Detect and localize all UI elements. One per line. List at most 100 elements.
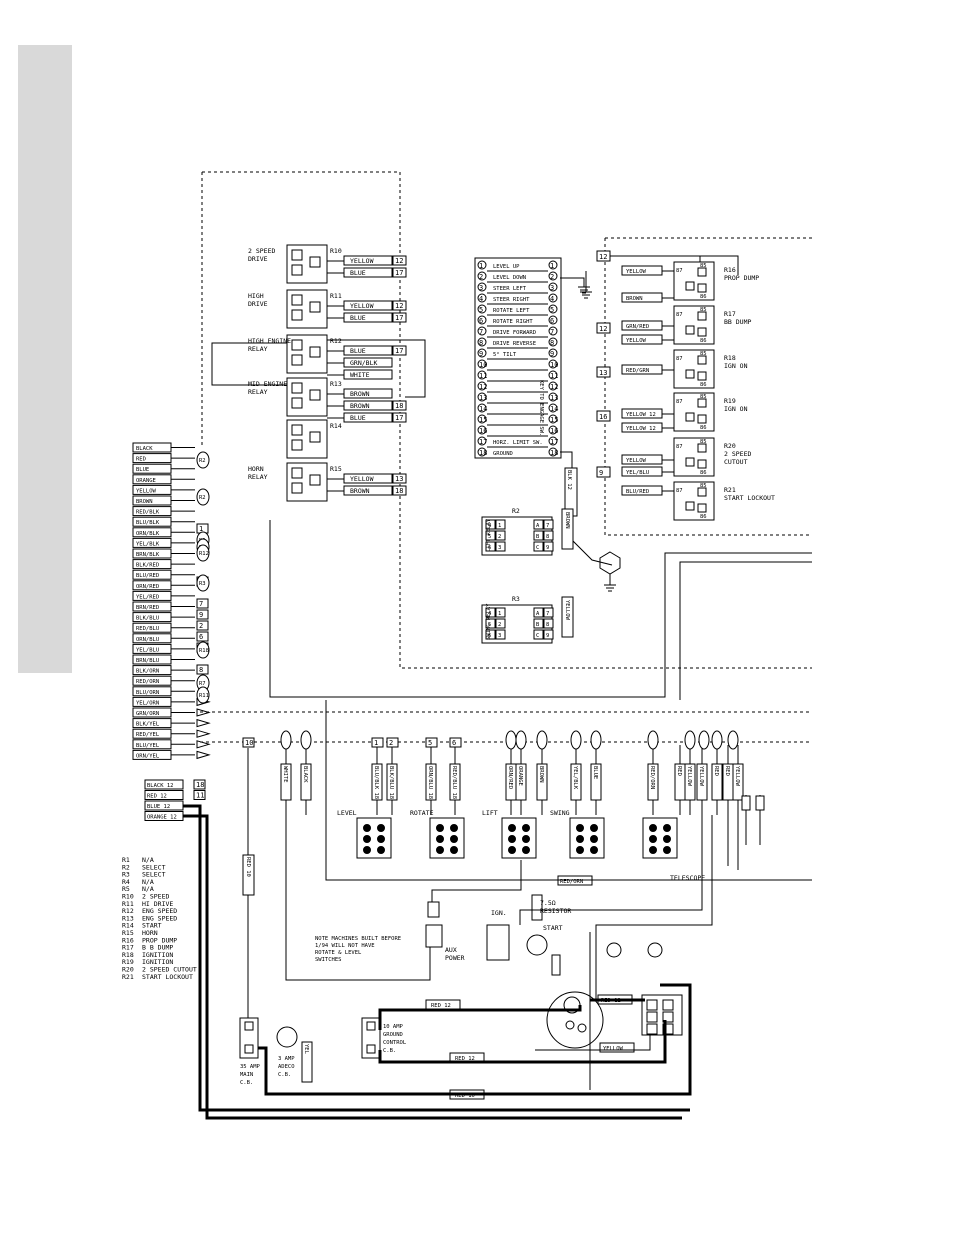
pin-number: 87: [676, 312, 683, 318]
wire-number-box: [392, 473, 407, 484]
main-cb-label: C.B.: [240, 1080, 253, 1086]
wire-number: 17: [395, 314, 403, 322]
legend-value: HI DRIVE: [142, 900, 173, 908]
terminal-number: 14: [550, 405, 558, 413]
switch-contact: [450, 824, 458, 832]
switch-contact: [436, 824, 444, 832]
terminal-number: 5: [550, 306, 554, 314]
start-label: START: [543, 924, 563, 932]
legend-value: SELECT: [142, 863, 166, 871]
terminal-number: 7: [550, 328, 554, 336]
wire-label: BROWN: [564, 512, 570, 529]
legend-key: R16: [122, 936, 134, 944]
relay-id-r14: R14: [330, 422, 342, 430]
wire-label: BLUE: [350, 414, 366, 422]
relay-pin-2: [495, 530, 506, 541]
relay-pin-2: [495, 618, 506, 629]
wire-label: WHITE: [350, 371, 370, 379]
legend-value: SELECT: [142, 871, 166, 879]
terminal-18-right: [548, 447, 558, 457]
ground-control-cb-label: GROUND: [383, 1032, 403, 1038]
wire-number-box: [392, 345, 407, 356]
harness-number: 8: [199, 666, 203, 674]
wire-label: YELLOW 12: [626, 426, 656, 432]
relay-r17: [673, 305, 715, 345]
relay-pin: [291, 397, 303, 409]
bus-number-box: [449, 737, 462, 748]
wire-label: RED 10: [455, 1093, 475, 1099]
wire-label: YELLOW: [564, 600, 570, 621]
bus-tag: [684, 730, 696, 750]
switch-swing: [569, 817, 605, 859]
terminal-1-right: [548, 260, 558, 270]
harness-number-box: [196, 631, 209, 642]
switch-contact: [663, 835, 671, 843]
terminal-number: 13: [479, 394, 487, 402]
fuse: [755, 795, 765, 811]
key-switch-label: KEY TO ENGAGE SW.: [538, 380, 544, 436]
terminal-number: 1: [550, 262, 554, 270]
wire-label: YELLOW: [350, 302, 374, 310]
relay-pin: [291, 354, 303, 366]
relay-pin-5: [485, 530, 496, 541]
pin-number: 86: [700, 338, 707, 344]
relay-pin: [697, 398, 707, 408]
wire-number: 18: [395, 402, 403, 410]
wire-label: GRN/BLK: [350, 359, 377, 367]
ground-symbol: [580, 271, 592, 299]
relay-pin-4: [485, 519, 496, 530]
harness-wire-label: BLU/RED: [136, 573, 159, 579]
pin-number: C: [536, 545, 539, 551]
terminal-14-right: [548, 403, 558, 413]
terminal-6-left: [477, 315, 487, 325]
pin-number: 6: [488, 545, 491, 551]
terminal-number: 12: [550, 383, 558, 391]
relay-name: BB DUMP: [724, 318, 751, 326]
relay-id-r17: R17: [724, 310, 736, 318]
terminal-18-left: [477, 447, 487, 457]
wire-label: RED 10: [245, 857, 251, 877]
wire-number-box: [392, 412, 407, 423]
terminal-13-right: [548, 392, 558, 402]
harness-tag: [196, 544, 210, 562]
switch-contact: [576, 846, 584, 854]
pin-number: 8: [546, 622, 549, 628]
relay-id-r19: R19: [724, 397, 736, 405]
terminal-number: 11: [479, 372, 487, 380]
terminal-label: HORZ. LIMIT SW.: [493, 440, 543, 446]
harness-wire-label: GRN/ORN: [136, 711, 159, 717]
key-switch: [546, 991, 604, 1049]
wire-label-box: [301, 1041, 313, 1083]
switch-contact: [377, 824, 385, 832]
wire-number-box: [392, 300, 407, 311]
terminal-8-left: [477, 337, 487, 347]
pin-number: 1: [498, 523, 501, 529]
resistor-label: RESISTOR: [540, 907, 571, 915]
fuse: [427, 901, 440, 918]
wire-label: GRN/RED: [626, 324, 649, 330]
terminal-label: STEER RIGHT: [493, 297, 530, 303]
relay-id-r10: R10: [330, 247, 342, 255]
relay-pin: [309, 474, 321, 486]
cb-pin: [244, 1021, 254, 1031]
wire-number-box: [596, 410, 611, 422]
switch-contact: [450, 835, 458, 843]
bus-wire-label: YELLOW: [734, 766, 740, 787]
relay-pin: [697, 503, 707, 513]
pin-number: 9: [546, 545, 549, 551]
terminal-1-left: [477, 260, 487, 270]
wire-label: YEL/BLU: [626, 470, 649, 476]
block-pin: [662, 1023, 674, 1035]
switch-contact: [576, 835, 584, 843]
bus-wire-label: YEL/BLK: [572, 766, 578, 790]
relay-r20: [673, 437, 715, 477]
wire-label: BLUE: [350, 269, 366, 277]
wire-label: YELLOW: [626, 269, 647, 275]
supply-tag: 11: [196, 792, 204, 800]
note-text: NOTE MACHINES BUILT BEFORE: [315, 936, 401, 942]
switch-label-telescope: TELESCOPE: [670, 874, 705, 882]
pin-number: A: [536, 611, 540, 617]
terminal-number: 1: [479, 262, 483, 270]
wire-label: BLK 12: [566, 470, 572, 490]
